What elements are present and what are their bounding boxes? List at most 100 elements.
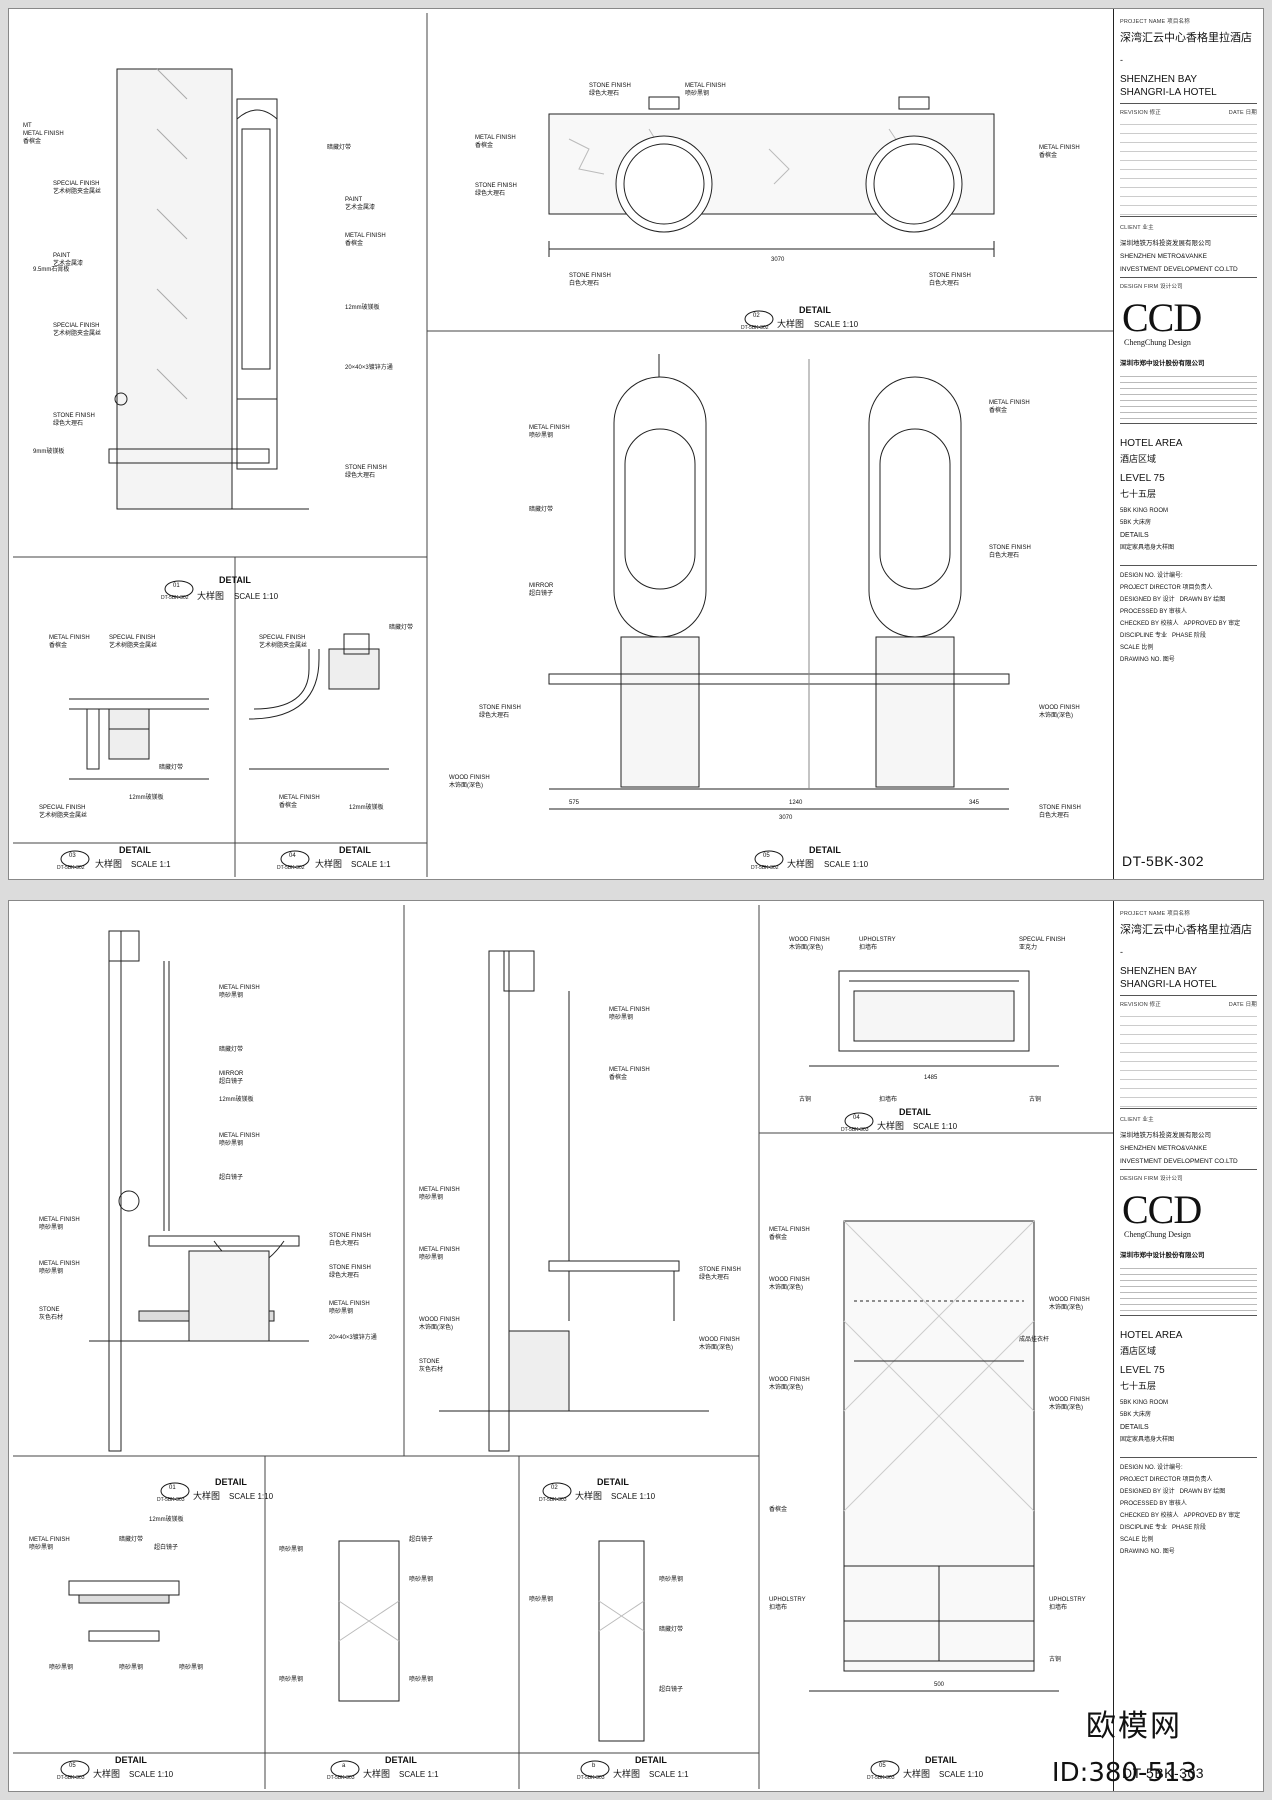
- note: 暗藏灯带: [159, 763, 183, 771]
- processed-by: PROCESSED BY 审核人: [1120, 609, 1187, 615]
- svg-text:DETAIL: DETAIL: [799, 305, 831, 315]
- svg-text:05: 05: [879, 1763, 886, 1769]
- project-director: PROJECT DIRECTOR 项目负责人: [1120, 585, 1213, 591]
- callout-cn: 喷砂黑钢: [219, 991, 243, 999]
- callout-en: METAL FINISH: [609, 1067, 650, 1073]
- callout-cn: 艺术金属漆: [345, 203, 375, 211]
- svg-text:04: 04: [289, 853, 296, 859]
- callout-en: METAL FINISH: [685, 83, 726, 89]
- panel-title-05b: 05 DT-5BK-303 DETAIL 大样图 SCALE 1:10: [867, 1755, 984, 1781]
- sheet-1-drawing: MT METAL FINISH 香槟金 SPECIAL FINISH 艺术树脂夹…: [13, 13, 1113, 877]
- details-en: DETAILS: [1120, 1424, 1149, 1431]
- title-block: PROJECT NAME 项目名称 深湾汇云中心香格里拉酒店 - SHENZHE…: [1113, 901, 1263, 1791]
- phase: PHASE 阶段: [1172, 1525, 1207, 1531]
- title-block: PROJECT NAME 项目名称 深湾汇云中心香格里拉酒店 - SHENZHE…: [1113, 9, 1263, 879]
- profile-detail-03: [69, 698, 209, 780]
- callout-en: SPECIAL FINISH: [259, 635, 305, 641]
- callout-cn: 木饰面(深色): [1039, 711, 1073, 719]
- callout-cn: 超白镜子: [219, 1077, 243, 1085]
- watermark-site: 欧模网: [1086, 1709, 1182, 1744]
- client-en-2: INVESTMENT DEVELOPMENT CO.LTD: [1120, 1158, 1238, 1165]
- fine-print: [1120, 371, 1257, 419]
- callout-cn: 木饰面(深色): [419, 1323, 453, 1331]
- dimension: 3070: [771, 257, 785, 263]
- svg-text:DT-5BK-303: DT-5BK-303: [841, 1127, 869, 1133]
- callout-cn: 白色大理石: [989, 551, 1019, 559]
- note: 9mm玻镁板: [33, 447, 64, 455]
- project-name-en-1: SHENZHEN BAY: [1120, 74, 1198, 85]
- sheet-1-callouts: MT METAL FINISH 香槟金 SPECIAL FINISH 艺术树脂夹…: [23, 83, 1081, 821]
- drawn-by: DRAWN BY 绘图: [1179, 597, 1226, 603]
- callout-cn: 喷砂黑钢: [659, 1575, 683, 1583]
- callout-cn: 古铜: [1029, 1095, 1041, 1103]
- drawing-no-label: DRAWING NO. 图号: [1120, 657, 1175, 663]
- revision-label: REVISION 修正: [1120, 1002, 1162, 1008]
- approved-by: APPROVED BY 审定: [1183, 621, 1241, 627]
- svg-text:大样图: 大样图: [877, 1120, 904, 1131]
- svg-text:DETAIL: DETAIL: [385, 1755, 417, 1765]
- callout-cn: 绿色大理石: [475, 189, 505, 197]
- scale-label: SCALE 比例: [1120, 1537, 1154, 1543]
- svg-text:DETAIL: DETAIL: [219, 575, 251, 585]
- svg-text:大样图: 大样图: [197, 590, 224, 601]
- callout-en: STONE FINISH: [329, 1265, 371, 1271]
- svg-text:DT-5BK-303: DT-5BK-303: [157, 1497, 185, 1503]
- svg-text:DT-5BK-303: DT-5BK-303: [327, 1775, 355, 1781]
- callout-cn: 喷砂黑钢: [609, 1013, 633, 1021]
- svg-text:DT-5BK-302: DT-5BK-302: [161, 595, 189, 601]
- callout-cn: 白色大理石: [569, 279, 599, 287]
- callout-cn: 扣墙布: [859, 943, 877, 951]
- callout-en: METAL FINISH: [329, 1301, 370, 1307]
- callout-en: METAL FINISH: [49, 635, 90, 641]
- callout-en: METAL FINISH: [419, 1247, 460, 1253]
- drawing-no-label: DRAWING NO. 图号: [1120, 1549, 1175, 1555]
- client-en-2: INVESTMENT DEVELOPMENT CO.LTD: [1120, 266, 1238, 273]
- revision-table: [1120, 1008, 1257, 1109]
- callout-cn: 超白镜子: [409, 1535, 433, 1543]
- desk-plan-04: [809, 970, 1059, 1067]
- callout-cn: 香槟金: [475, 141, 493, 149]
- note: 12mm玻镁板: [219, 1095, 254, 1103]
- dimension: 1485: [924, 1075, 938, 1081]
- note: 成品挂衣杆: [1019, 1335, 1049, 1343]
- callout-en: UPHOLSTRY: [1049, 1597, 1086, 1603]
- callout-en: WOOD FINISH: [789, 937, 830, 943]
- phase: PHASE 阶段: [1172, 633, 1207, 639]
- callout-en: METAL FINISH: [609, 1007, 650, 1013]
- callout-cn: 香槟金: [1039, 151, 1057, 159]
- callout-en: PAINT: [345, 197, 363, 203]
- callout-en: STONE: [419, 1359, 440, 1365]
- level-cn: 七十五层: [1120, 489, 1157, 499]
- checked-by: CHECKED BY 校核人: [1120, 621, 1179, 627]
- panel-title-02: 02 DT-5BK-302 DETAIL 大样图 SCALE 1:10: [741, 305, 859, 331]
- callout-en: METAL FINISH: [769, 1227, 810, 1233]
- room-cn: 5BK 大床房: [1120, 520, 1152, 526]
- callout-en: METAL FINISH: [219, 985, 260, 991]
- note: 12mm玻镁板: [149, 1515, 184, 1523]
- callout-en: UPHOLSTRY: [859, 937, 896, 943]
- callout-cn: 喷砂黑钢: [329, 1307, 353, 1315]
- svg-text:03: 03: [69, 853, 76, 859]
- callout-en: SPECIAL FINISH: [1019, 937, 1065, 943]
- callout-en: METAL FINISH: [219, 1133, 260, 1139]
- svg-text:DT-5BK-303: DT-5BK-303: [57, 1775, 85, 1781]
- svg-text:DETAIL: DETAIL: [925, 1755, 957, 1765]
- callout-en: STONE FINISH: [589, 83, 631, 89]
- room-en: 5BK KING ROOM: [1120, 508, 1169, 514]
- svg-text:大样图: 大样图: [903, 1768, 930, 1779]
- svg-text:大样图: 大样图: [95, 858, 122, 869]
- svg-text:DETAIL: DETAIL: [115, 1755, 147, 1765]
- fine-print: [1120, 1263, 1257, 1311]
- callout-cn: 超白镜子: [219, 1173, 243, 1181]
- client-en-1: SHENZHEN METRO&VANKE: [1120, 1145, 1207, 1152]
- svg-text:SCALE 1:1: SCALE 1:1: [351, 860, 391, 869]
- area-cn: 酒店区域: [1120, 454, 1157, 464]
- date-label: DATE 日期: [1228, 110, 1257, 116]
- callout-en: STONE FINISH: [989, 545, 1031, 551]
- callout-cn: 超白镜子: [529, 589, 553, 597]
- callout-cn: 绿色大理石: [479, 711, 509, 719]
- svg-text:大样图: 大样图: [93, 1768, 120, 1779]
- ccd-logo-sub: ChengChung Design: [1124, 1230, 1191, 1239]
- client-label: CLIENT 业主: [1120, 1117, 1154, 1123]
- callout-en: STONE FINISH: [569, 273, 611, 279]
